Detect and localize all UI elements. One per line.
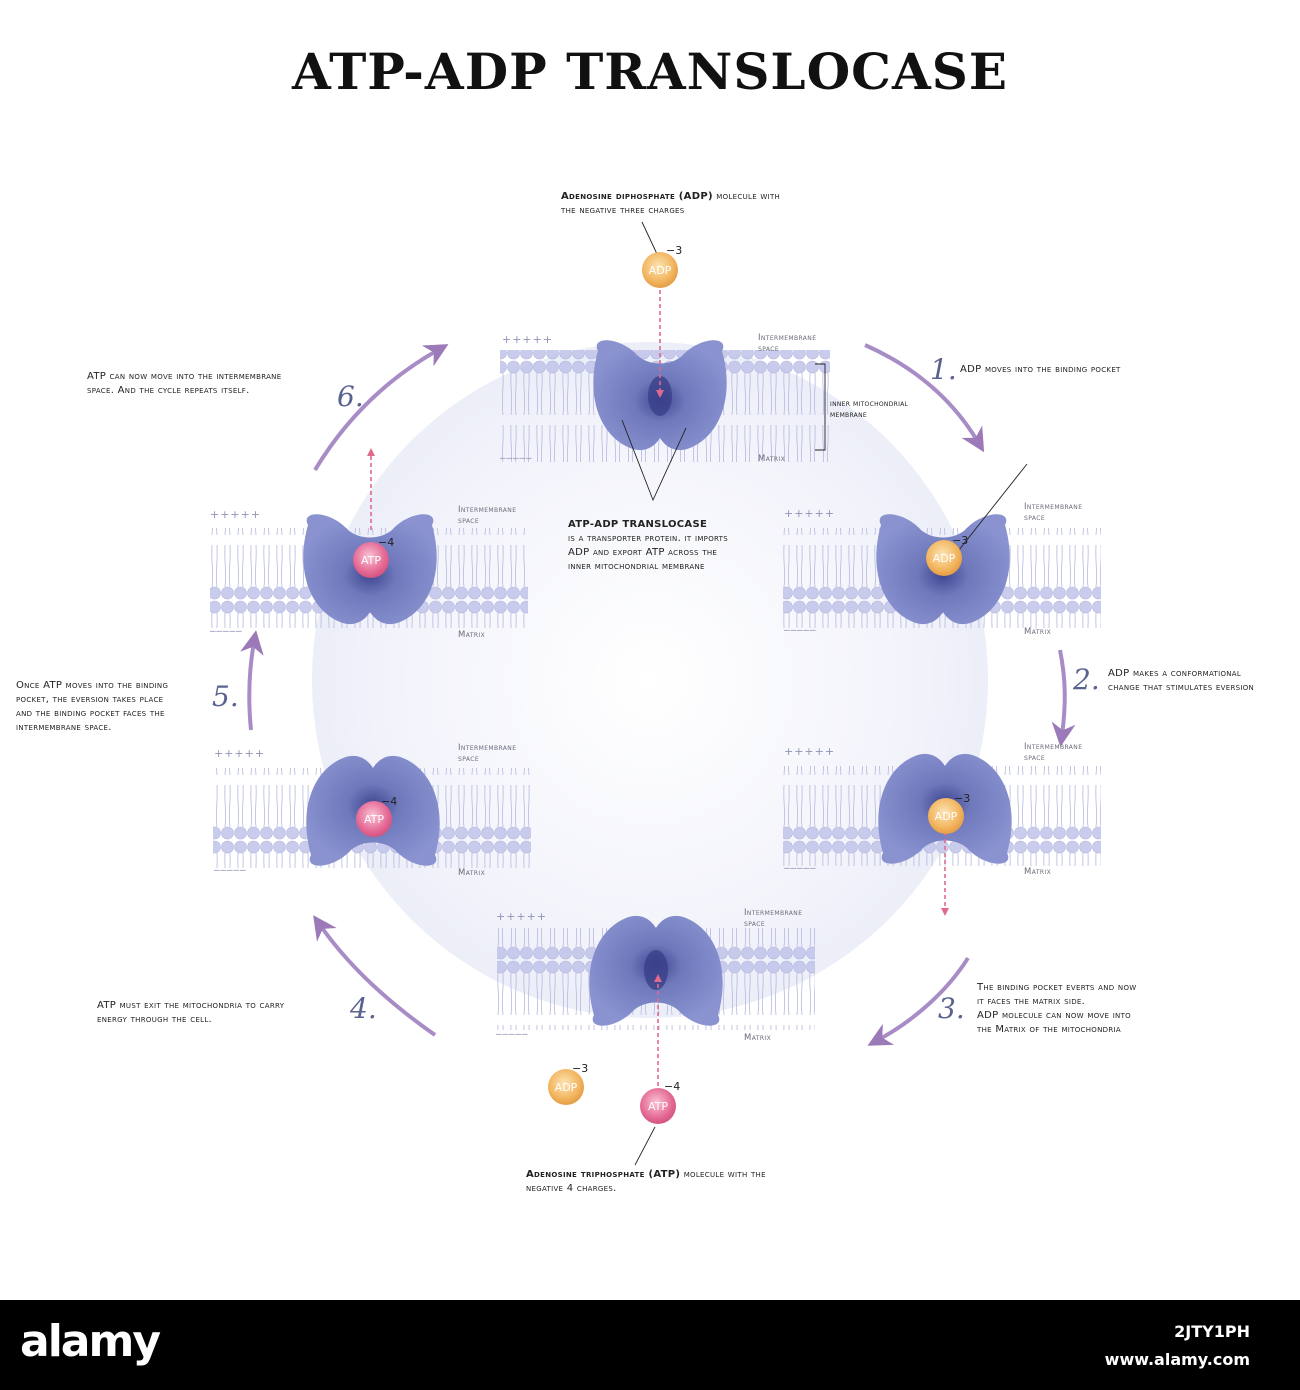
bottom-callout-bold: Adenosine triphosphate (ATP) xyxy=(526,1169,681,1180)
bottom-callout-rest: molecule with the xyxy=(680,1169,766,1180)
atp-label-step5: ATP xyxy=(361,554,381,567)
step-6-number: 6. xyxy=(337,380,364,413)
plus-signs-step4: +++++ xyxy=(214,747,266,760)
charge-atp-step4: −4 xyxy=(381,795,397,808)
charge-adp-step2: −3 xyxy=(954,792,970,805)
atp-molecule-step4 xyxy=(356,801,392,837)
inner-membrane-label: inner mitochondrial membrane xyxy=(830,399,909,419)
atp-label-bottom: ATP xyxy=(648,1100,668,1113)
adp-label-step2: ADP xyxy=(935,810,958,823)
step-4-number: 4. xyxy=(350,992,377,1025)
adp-label-bottom: ADP xyxy=(555,1081,578,1094)
step-3-number: 3. xyxy=(938,992,965,1025)
center-callout-line3: inner mitochondrial membrane xyxy=(568,561,705,572)
plus-signs-step5: +++++ xyxy=(210,508,262,521)
matrix-label-step4: Matrix xyxy=(458,868,486,878)
top-callout-rest: molecule with xyxy=(712,191,781,202)
center-callout-line2: ADP and export ATP across the xyxy=(568,547,718,558)
center-callout-line1: is a transporter protein. it imports xyxy=(568,533,728,544)
alamy-logo: alamy xyxy=(20,1316,161,1367)
minus-signs-step4: _____ xyxy=(214,858,247,871)
charge-atp-bottom: −4 xyxy=(664,1080,680,1093)
bottom-callout: Adenosine triphosphate (ATP) molecule wi… xyxy=(526,1168,826,1196)
image-id: 2JTY1PH xyxy=(1174,1322,1250,1341)
step-5-number: 5. xyxy=(212,680,239,713)
diagram-canvas: ATP-ADP TRANSLOCASE xyxy=(16,42,1255,1196)
diagram-graphics: ADP ADP ADP ADP ATP ATP ATP −3 −3 −3 −3 … xyxy=(210,221,1101,1166)
matrix-label-bottom: Matrix xyxy=(744,1033,772,1043)
cycle-arrow-1 xyxy=(864,343,985,453)
matrix-label-step5: Matrix xyxy=(458,630,486,640)
cycle-arrow-2 xyxy=(1051,649,1076,747)
atp-molecule-step5 xyxy=(353,542,389,578)
cycle-arrow-6 xyxy=(313,344,449,472)
top-callout-bold: Adenosine diphosphate (ADP) xyxy=(561,191,713,202)
protein-bottom xyxy=(589,915,723,1026)
adp-molecule-top xyxy=(642,252,678,288)
adp-label-top: ADP xyxy=(649,264,672,277)
matrix-label-step1: Matrix xyxy=(1024,627,1052,637)
watermark-footer xyxy=(0,1300,1300,1390)
leader-top-adp xyxy=(641,221,658,255)
step-1-text: ADP moves into the binding pocket xyxy=(960,364,1121,375)
leader-bottom-atp xyxy=(634,1126,656,1166)
cycle-arrow-5 xyxy=(240,630,264,731)
adp-molecule-step1 xyxy=(926,540,962,576)
top-callout-line2: the negative three charges xyxy=(561,205,685,216)
adp-molecule-step2 xyxy=(928,798,964,834)
bottom-callout-line2: negative 4 charges. xyxy=(526,1183,617,1194)
center-callout: ATP-ADP TRANSLOCASE is a transporter pro… xyxy=(568,518,788,574)
membrane-bracket xyxy=(815,363,826,451)
step-2-number: 2. xyxy=(1073,663,1100,696)
plus-signs-step1: +++++ xyxy=(784,507,836,520)
minus-signs-step5: _____ xyxy=(210,619,243,632)
leader-step1 xyxy=(954,463,1028,556)
charge-adp-bottom: −3 xyxy=(572,1062,588,1075)
atp-molecule-bottom xyxy=(640,1088,676,1124)
matrix-label-top: Matrix xyxy=(758,454,786,464)
adp-label-step1: ADP xyxy=(933,552,956,565)
leader-center xyxy=(621,419,687,502)
adp-molecule-bottom xyxy=(548,1069,584,1105)
site-url: www.alamy.com xyxy=(1104,1350,1250,1369)
page-title: ATP-ADP TRANSLOCASE xyxy=(292,42,1008,101)
charge-atp-step5: −4 xyxy=(378,536,394,549)
cycle-arrow-4 xyxy=(313,915,437,1037)
center-callout-title: ATP-ADP TRANSLOCASE xyxy=(568,519,708,530)
plus-signs-top: +++++ xyxy=(502,333,554,346)
cycle-arrow-3 xyxy=(867,956,970,1046)
minus-signs-step2: _____ xyxy=(784,856,817,869)
charge-adp-top: −3 xyxy=(666,244,682,257)
plus-signs-step2: +++++ xyxy=(784,745,836,758)
matrix-label-step2: Matrix xyxy=(1024,867,1052,877)
minus-signs-step1: _____ xyxy=(784,618,817,631)
minus-signs-bottom: _____ xyxy=(496,1022,529,1035)
top-callout: Adenosine diphosphate (ADP) molecule wit… xyxy=(561,190,841,218)
charge-adp-step1: −3 xyxy=(952,534,968,547)
step-1-number: 1. xyxy=(930,353,957,386)
atp-label-step4: ATP xyxy=(364,813,384,826)
minus-signs-top: _____ xyxy=(500,446,533,459)
plus-signs-bottom: +++++ xyxy=(496,910,548,923)
